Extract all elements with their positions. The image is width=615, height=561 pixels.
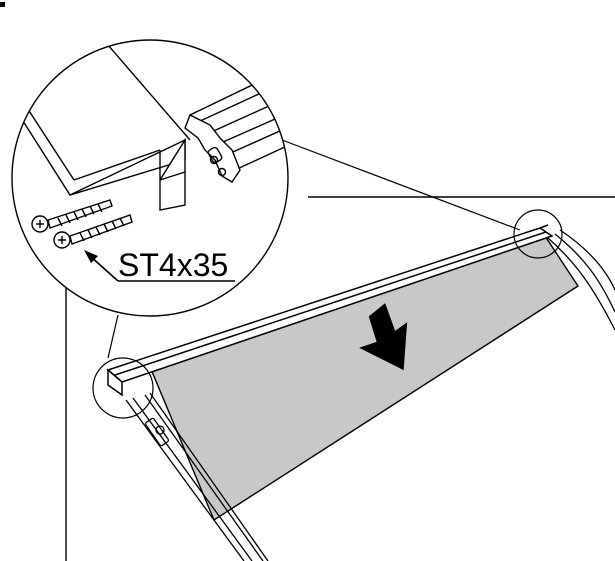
screw-icon: [31, 199, 133, 249]
leader-lines: [107, 139, 521, 359]
detail-circle-right: [513, 209, 563, 259]
screw-size-label: ST4x35: [118, 247, 228, 283]
right-side-rail: [547, 229, 615, 331]
corner-mark: [0, 2, 5, 7]
detail-circle-left: [92, 357, 154, 419]
head-rail: [106, 224, 554, 397]
down-arrow-icon: [359, 303, 408, 371]
frame-lines: [65, 196, 615, 561]
magnified-detail: [11, 39, 289, 317]
left-side-rail: [125, 392, 269, 561]
